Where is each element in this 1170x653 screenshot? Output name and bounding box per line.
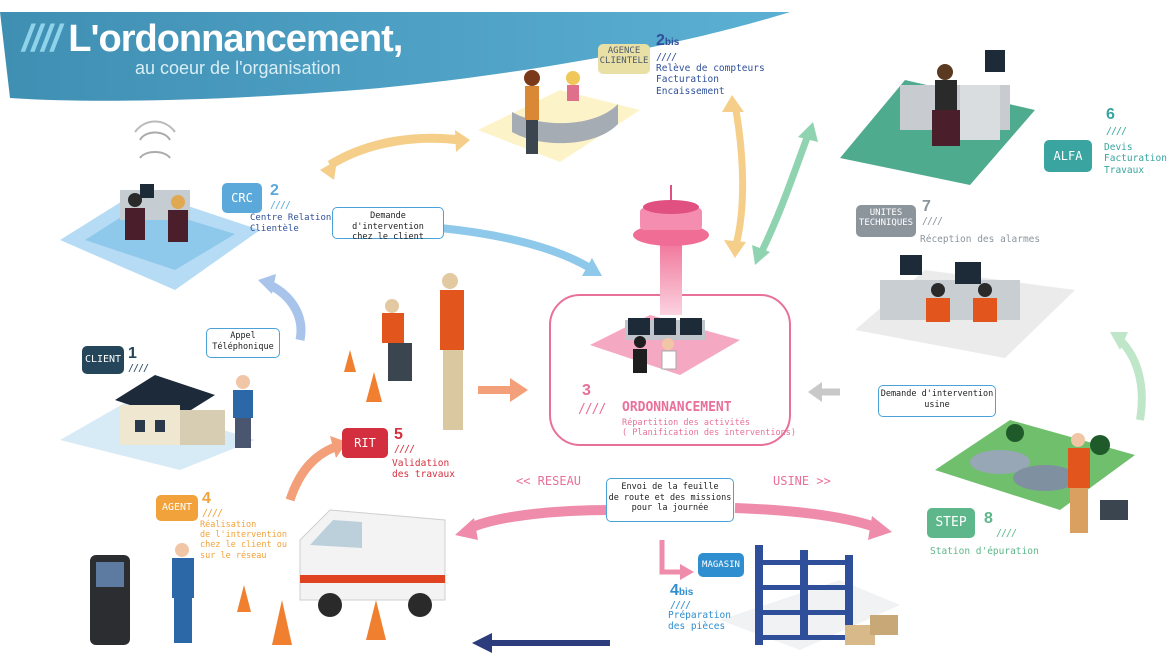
ordo-number: 3: [582, 382, 591, 399]
agence-tag: AGENCE CLIENTELE: [598, 44, 650, 74]
appel-box: Appel Téléphonique: [206, 328, 280, 358]
step-description: Station d'épuration: [930, 546, 1039, 557]
step-tag: STEP: [927, 508, 975, 538]
arrow-demande-ordo: [439, 224, 593, 272]
ordo-title: ORDONNANCEMENT: [622, 400, 732, 415]
crc-slashes: ////: [270, 200, 291, 211]
demande-client-box: Demande d'intervention chez le client: [332, 207, 444, 242]
crc-tag: CRC: [222, 183, 262, 213]
client-tag: CLIENT: [82, 346, 124, 374]
page-subtitle: au coeur de l'organisation: [135, 58, 341, 78]
page-title: ////L'ordonnancement,: [22, 18, 403, 61]
step-slashes: ////: [996, 528, 1017, 539]
title-text: L'ordonnancement,: [68, 18, 403, 60]
arrow-reseau: [468, 505, 611, 533]
magasin-tag: MAGASIN: [698, 553, 744, 577]
envoi-box: Envoi de la feuille de route et des miss…: [606, 478, 734, 522]
magasin-slashes: ////: [670, 600, 691, 611]
agence-description: Relève de compteurs Facturation Encaisse…: [656, 63, 765, 97]
alfa-number: 6: [1106, 106, 1115, 123]
client-slashes: ////: [128, 363, 149, 374]
unites-description: Réception des alarmes: [920, 234, 1041, 245]
arrow-alfa-ordo: [756, 133, 812, 257]
demande-usine-box: Demande d'intervention usine: [878, 385, 996, 417]
alfa-description: Devis Facturation Travaux: [1104, 142, 1167, 176]
alfa-tag: ALFA: [1044, 140, 1092, 172]
step-number: 8: [984, 510, 993, 527]
usine-label: USINE >>: [773, 474, 831, 488]
rit-slashes: ////: [394, 444, 415, 455]
arrow-agent-rit: [285, 442, 337, 502]
agent-slashes: ////: [202, 508, 223, 519]
agent-number: 4: [202, 490, 211, 507]
arrow-step-unites: [1117, 337, 1146, 421]
unites-tag: UNITES TECHNIQUES: [856, 205, 916, 237]
ordo-slashes: ////: [578, 402, 606, 417]
rit-description: Validation des travaux: [392, 458, 455, 481]
magasin-number: 4bis: [670, 582, 694, 599]
title-slashes: ////: [22, 18, 61, 60]
agence-number: 2bis: [656, 32, 680, 49]
header-banner: [0, 12, 790, 101]
crc-description: Centre Relation Clientèle: [250, 213, 332, 234]
magasin-description: Préparation des pièces: [668, 610, 731, 633]
arrow-client-crc: [267, 280, 306, 341]
arrow-usine: [734, 503, 877, 532]
reseau-label: << RESEAU: [516, 474, 582, 488]
ordo-description: Répartition des activités ( Planificatio…: [622, 418, 796, 439]
rit-tag: RIT: [342, 428, 388, 458]
rit-number: 5: [394, 426, 403, 443]
client-number: 1: [128, 345, 137, 362]
unites-slashes: ////: [922, 216, 943, 227]
agent-tag: AGENT: [156, 495, 198, 521]
crc-number: 2: [270, 182, 279, 199]
arrow-agence-ordo: [731, 104, 747, 246]
arrow-crc-agence: [327, 133, 461, 169]
arrow-magasin: [659, 540, 682, 575]
alfa-slashes: ////: [1106, 126, 1127, 137]
unites-number: 7: [922, 198, 931, 215]
agent-description: Réalisation de l'intervention chez le cl…: [200, 520, 287, 561]
agence-slashes: ////: [656, 52, 677, 63]
